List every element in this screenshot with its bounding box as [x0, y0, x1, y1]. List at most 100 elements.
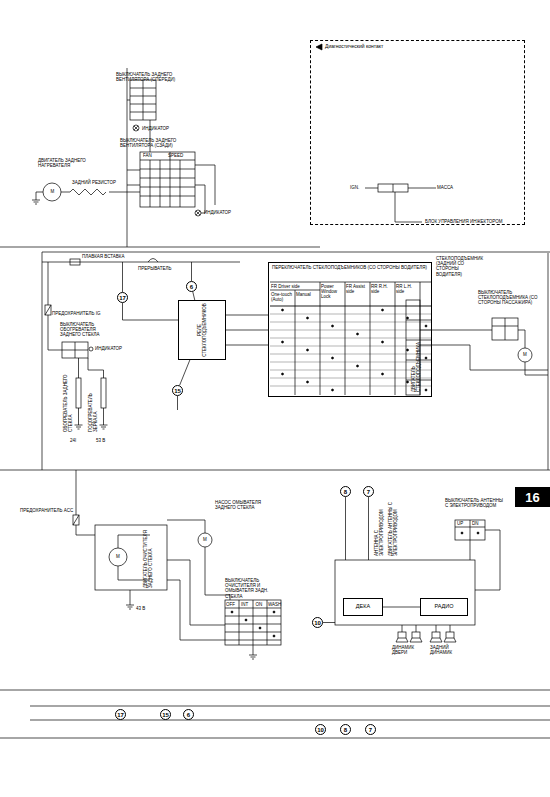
part-label: ВЫКЛЮЧАТЕЛЬ ЗАДНЕГО ВЕНТИЛЯТОРА (СЗАДИ) — [120, 138, 192, 148]
fuse-symbol — [45, 305, 51, 315]
motor-symbol — [198, 533, 212, 547]
part-label: Power Window Lock — [321, 284, 345, 300]
switch-table-grid — [407, 381, 409, 383]
part-label: OFF — [226, 602, 235, 607]
node-label: 16 — [525, 491, 539, 504]
part-label: БЛОК УПРАВЛЕНИЯ ИНЖЕКТОРОМ — [425, 219, 502, 224]
resistor-symbol — [101, 378, 106, 408]
part-label: M — [116, 554, 120, 559]
resistor-symbol — [70, 189, 106, 195]
switch-table-grid — [357, 333, 359, 335]
part-label: WASH — [268, 602, 281, 607]
switch-symbol — [455, 520, 485, 540]
callout-number: 6 — [190, 284, 193, 290]
radio-unit — [335, 560, 475, 642]
unit-box: РАДИО — [420, 598, 468, 616]
part-label: ВЫКЛЮЧАТЕЛЬ СТЕКЛОПОДЪЕМНИКА (СО СТОРОНЫ… — [478, 290, 542, 306]
indicator-lamp — [133, 125, 139, 131]
indicator-lamp — [89, 347, 93, 351]
resistor-symbol — [76, 378, 81, 408]
wire-connector — [193, 292, 195, 300]
callout-number: 10 — [317, 727, 324, 733]
callout-number: 7 — [367, 489, 370, 495]
part-label: 24I — [70, 438, 76, 443]
switch-table-grid — [332, 325, 334, 327]
switch-table-grid — [382, 373, 384, 375]
switch-table-grid — [282, 373, 284, 375]
part-label: ВЫКЛЮЧАТЕЛЬ ЗАДНЕГО ВЕНТИЛЯТОРА (СПЕРЕДИ… — [116, 72, 178, 82]
switch-table-grid — [425, 389, 427, 391]
part-label: ДВИГАТЕЛЬ ЗАДНЕГО НАГРЕВАТЕЛЯ — [38, 158, 113, 168]
part-label: СТЕКЛОПОДЪЕМНИК (ЗАДНИЙ СО СТОРОНЫ ВОДИТ… — [436, 256, 476, 277]
motor-symbol — [95, 525, 167, 590]
part-label: UP — [457, 521, 463, 526]
vertical-label: АНТЕННА С ЭЛЕКТРОПРИВОДОМ — [374, 501, 384, 556]
switch-symbol — [62, 342, 88, 358]
wire-connector — [383, 607, 420, 608]
part-label: 53 B — [96, 438, 105, 443]
wire — [76, 470, 253, 655]
switch-symbol — [130, 80, 156, 120]
part-label: IGN. — [350, 185, 359, 190]
callout-number: 6 — [183, 709, 194, 720]
diagnostic-frame: Диагностический контакт — [310, 40, 525, 225]
wire — [323, 497, 500, 632]
indicator-lamp — [134, 126, 138, 130]
vertical-label: ПОДОГРЕВАТЕЛЬ ЗЕРКАЛА — [88, 372, 98, 432]
part-label: ИНДИКАТОР — [142, 126, 169, 131]
switch-table-grid — [270, 314, 432, 315]
switch-table-grid — [382, 341, 384, 343]
indicator-lamp — [89, 125, 201, 351]
switch-table-grid — [245, 619, 247, 621]
switch-symbol — [225, 600, 281, 645]
callout-number: 6 — [187, 712, 190, 718]
callout-number: 8 — [340, 486, 351, 497]
callout-number: 7 — [365, 724, 376, 735]
part-label: ПРЕДОХРАНИТЕЛЬ ACC — [20, 508, 73, 513]
fuse-symbol — [70, 259, 80, 265]
motor-symbol — [43, 183, 61, 201]
switch-table-grid — [461, 532, 463, 534]
callout-number: 17 — [117, 292, 128, 303]
part-label: FR Assist side — [346, 284, 370, 294]
callout-number: 7 — [363, 486, 374, 497]
switch-symbol — [130, 80, 156, 120]
radio-unit — [412, 632, 420, 638]
part-label: FR Driver side — [271, 284, 319, 289]
part-label: Manual — [296, 292, 320, 297]
callout-number: 15 — [174, 388, 181, 394]
switch-table-grid — [382, 309, 384, 311]
wire — [42, 252, 550, 470]
switch-table-grid — [259, 627, 261, 629]
vertical-label: ОБОГРЕВАТЕЛЬ ЗАДНЕГО СТЕКЛА — [63, 372, 73, 432]
switch-symbol — [225, 600, 281, 645]
node-label: РАДИО — [434, 604, 453, 610]
switch-table-grid — [282, 341, 284, 343]
wire — [0, 68, 550, 738]
part-label: SPEED — [168, 153, 183, 158]
switch-symbol — [492, 318, 518, 340]
switch-symbol — [140, 152, 195, 207]
fuse-symbol — [45, 305, 51, 315]
switch-symbol — [455, 520, 485, 540]
callout-number: 8 — [344, 727, 347, 733]
switch-table-grid — [273, 611, 275, 613]
switch-table-grid — [307, 349, 309, 351]
switch-table-grid — [425, 325, 427, 327]
radio-unit — [335, 560, 475, 625]
switch-table-grid — [273, 635, 275, 637]
motor-symbol — [43, 183, 532, 590]
diagnostic-connector — [365, 184, 436, 222]
node-label: РЕЛЕ СТЕКЛОПОДЪЕМНИКОВ — [197, 303, 207, 357]
part-label: 43 B — [136, 606, 145, 611]
switch-table-grid — [307, 317, 309, 319]
switch-table-grid — [270, 322, 432, 323]
radio-unit — [396, 638, 456, 642]
switch-table-grid — [357, 365, 359, 367]
radio-unit — [446, 632, 454, 638]
part-label: ПРЕРЫВАТЕЛЬ — [138, 266, 171, 271]
callout-number: 17 — [115, 709, 126, 720]
callout-number: 10 — [314, 620, 321, 626]
